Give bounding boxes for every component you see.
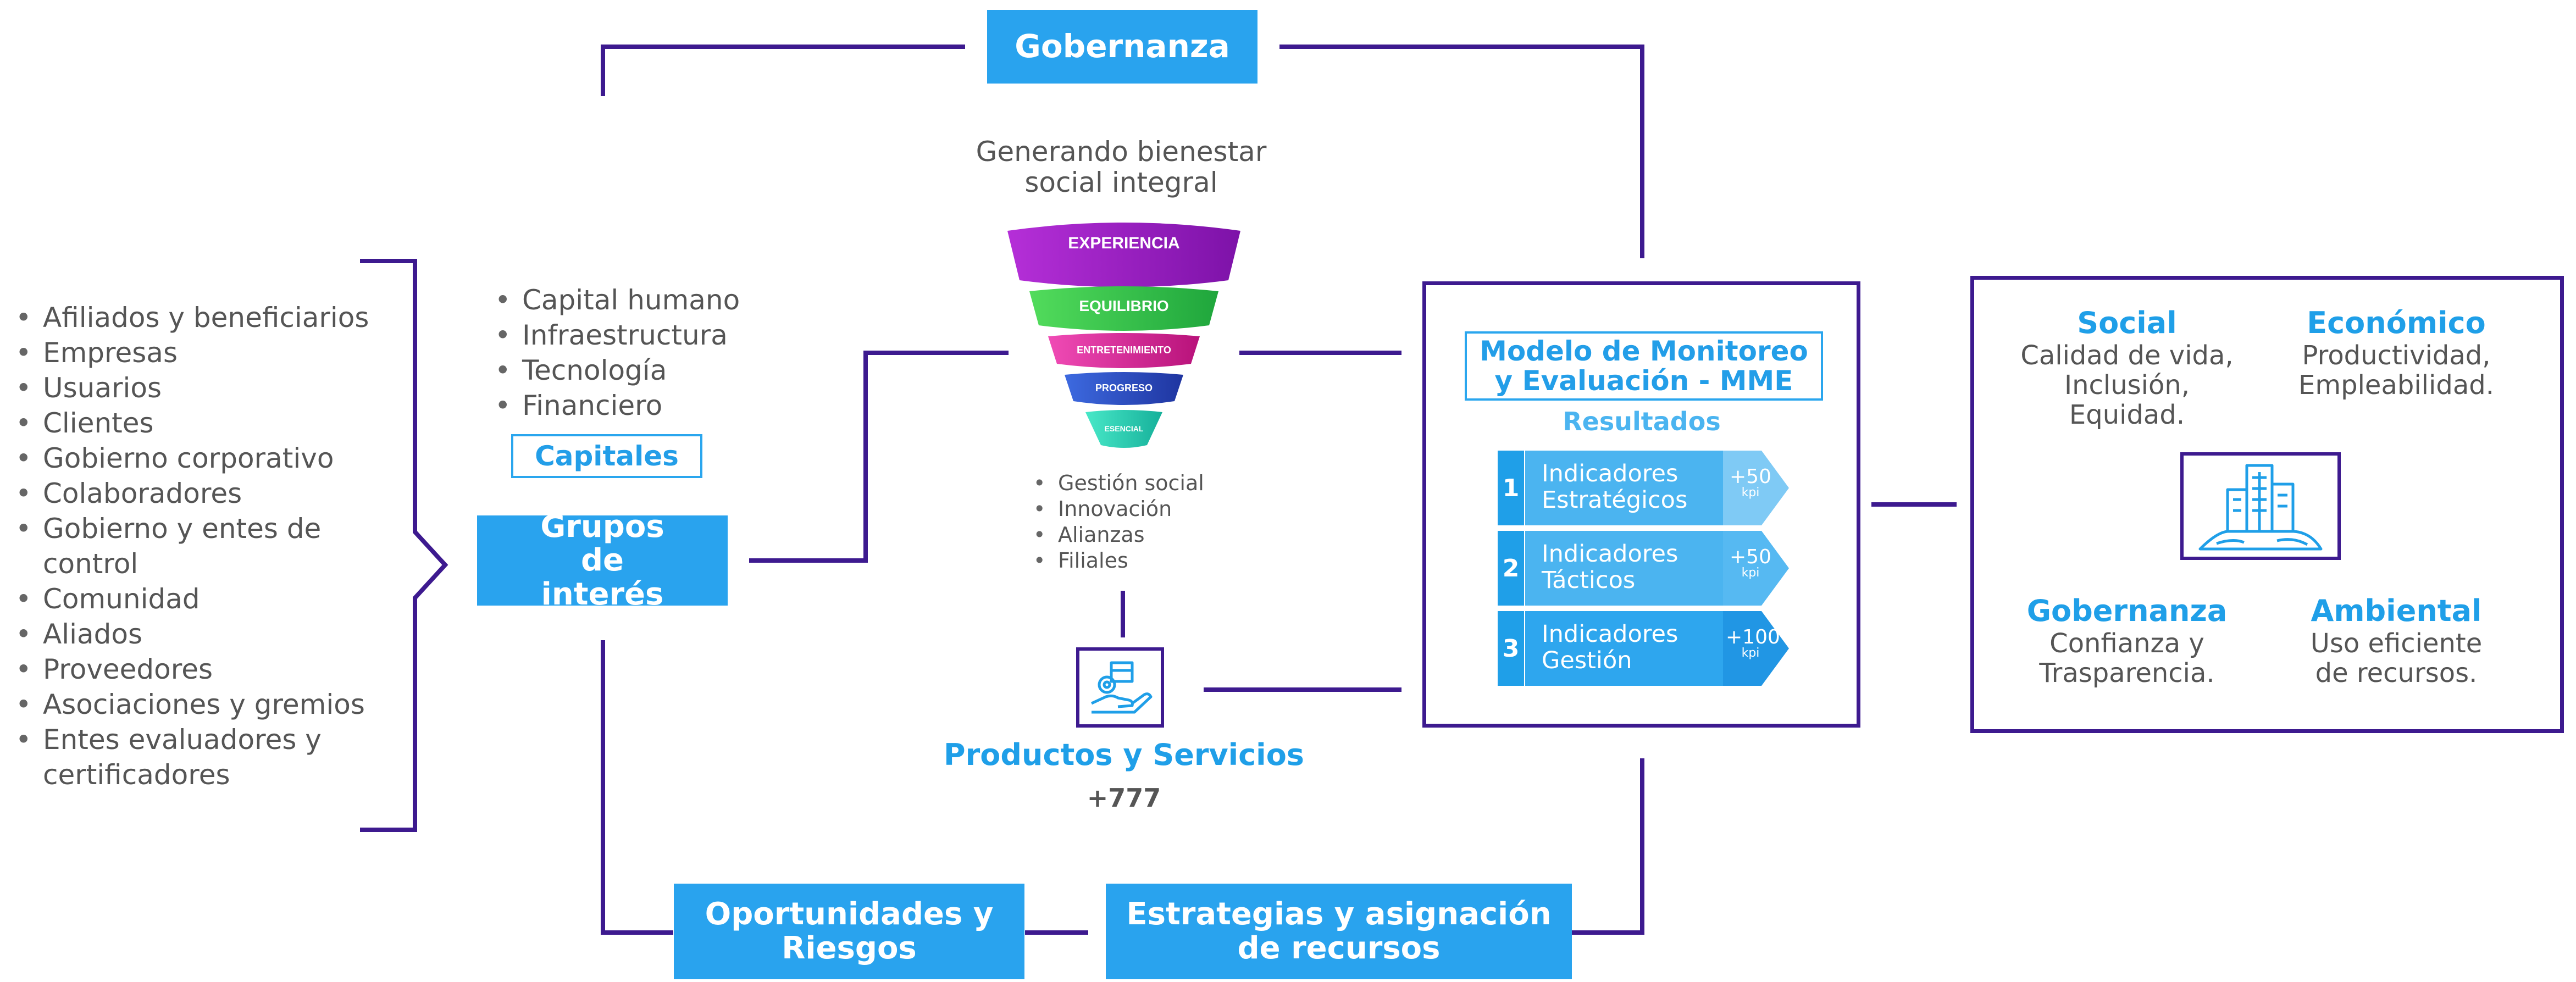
- funnel-level-label: EQUILIBRIO: [1079, 297, 1168, 314]
- stakeholder-item: Colaboradores: [15, 476, 400, 511]
- funnel-caption: Generando bienestar social integral: [976, 136, 1267, 198]
- groups-label: Grupos de interés: [540, 508, 664, 612]
- stakeholders-list: Afiliados y beneficiarios Empresas Usuar…: [15, 300, 400, 792]
- stakeholder-item: Afiliados y beneficiarios: [15, 300, 400, 335]
- governance-box: Gobernanza: [987, 10, 1257, 84]
- funnel-level-3: [1048, 333, 1200, 368]
- indicator-unit: kpi: [1741, 486, 1760, 500]
- indicator-number: 1: [1498, 451, 1524, 525]
- mme-title: Modelo de Monitoreo y Evaluación - MME: [1480, 335, 1808, 397]
- indicator-value-number: +50: [1730, 546, 1771, 568]
- capital-item: Tecnología: [495, 353, 802, 388]
- stakeholder-item: Proveedores: [15, 652, 400, 687]
- indicator-value-number: +100: [1726, 626, 1780, 648]
- indicator-number: 3: [1498, 611, 1524, 686]
- economic-quadrant: Económico Productividad, Empleabilidad.: [2270, 306, 2523, 400]
- products-count: +777: [1087, 783, 1161, 813]
- environmental-title: Ambiental: [2311, 593, 2482, 628]
- economic-text: Productividad, Empleabilidad.: [2298, 340, 2494, 401]
- funnel-level-label: ESENCIAL: [1105, 424, 1144, 433]
- environmental-quadrant: Ambiental Uso eficiente de recursos.: [2270, 593, 2523, 688]
- mme-title-box: Modelo de Monitoreo y Evaluación - MME: [1465, 331, 1823, 401]
- opportunities-box: Oportunidades y Riesgos: [674, 884, 1024, 979]
- products-label: Productos y Servicios: [944, 737, 1304, 772]
- funnel-item: Gestión social: [1033, 470, 1253, 496]
- environmental-text: Uso eficiente de recursos.: [2310, 628, 2483, 689]
- products-icon-box: [1076, 647, 1164, 728]
- capitals-list: Capital humano Infraestructura Tecnologí…: [495, 282, 802, 423]
- indicator-arrow: [1723, 451, 1789, 525]
- hand-gear-box-icon: [1090, 661, 1153, 714]
- governance-label: Gobernanza: [1015, 27, 1230, 65]
- city-icon-box: [2180, 452, 2341, 560]
- indicator-number: 2: [1498, 531, 1524, 606]
- funnel-level-label: ENTRETENIMIENTO: [1077, 345, 1171, 356]
- strategies-label: Estrategias y asignación de recursos: [1126, 896, 1552, 966]
- social-quadrant: Social Calidad de vida, Inclusión, Equid…: [2001, 306, 2253, 430]
- capital-item: Infraestructura: [495, 318, 802, 353]
- social-text: Calidad de vida, Inclusión, Equidad.: [2020, 340, 2234, 430]
- capitals-label: Capitales: [535, 440, 679, 472]
- opportunities-label: Oportunidades y Riesgos: [705, 896, 994, 966]
- funnel-level-2: [1029, 286, 1218, 331]
- funnel-level-label: PROGRESO: [1095, 382, 1153, 393]
- social-title: Social: [2077, 306, 2177, 340]
- stakeholder-item: Gobierno y entes de control: [15, 511, 400, 581]
- governance-title: Gobernanza: [2026, 593, 2228, 628]
- indicator-label: Indicadores Tácticos: [1525, 531, 1723, 606]
- economic-title: Económico: [2307, 306, 2486, 340]
- stakeholder-item: Asociaciones y gremios: [15, 687, 400, 722]
- capitals-label-box: Capitales: [511, 434, 702, 478]
- indicator-label: Indicadores Gestión: [1525, 611, 1723, 686]
- stakeholder-item: Usuarios: [15, 370, 400, 406]
- funnel-graphic: EXPERIENCIA EQUILIBRIO ENTRETENIMIENTO P…: [1007, 223, 1240, 448]
- funnel-level-label: EXPERIENCIA: [1068, 234, 1179, 252]
- funnel-item: Innovación: [1033, 496, 1253, 522]
- stakeholder-item: Entes evaluadores y certificadores: [15, 722, 400, 792]
- funnel-item: Filiales: [1033, 548, 1253, 574]
- governance-text: Confianza y Trasparencia.: [2039, 628, 2215, 689]
- stakeholder-item: Comunidad: [15, 581, 400, 617]
- funnel-level-1: [1007, 223, 1240, 287]
- funnel-level-5: [1085, 410, 1162, 448]
- funnel-item: Alianzas: [1033, 522, 1253, 548]
- indicator-unit: kpi: [1741, 566, 1760, 580]
- funnel-level-4: [1065, 372, 1183, 405]
- stakeholder-item: Gobierno corporativo: [15, 441, 400, 476]
- indicator-value-number: +50: [1730, 465, 1771, 488]
- results-label: Resultados: [1563, 407, 1721, 436]
- indicator-unit: kpi: [1741, 646, 1760, 660]
- capital-item: Financiero: [495, 388, 802, 423]
- capital-item: Capital humano: [495, 282, 802, 318]
- stakeholder-item: Empresas: [15, 335, 400, 370]
- indicator-label: Indicadores Estratégicos: [1525, 451, 1723, 525]
- stakeholder-item: Clientes: [15, 406, 400, 441]
- strategies-box: Estrategias y asignación de recursos: [1106, 884, 1572, 979]
- indicator-arrow: [1723, 611, 1789, 686]
- city-buildings-icon: [2198, 464, 2323, 551]
- governance-quadrant: Gobernanza Confianza y Trasparencia.: [2001, 593, 2253, 688]
- indicator-arrow: [1723, 531, 1789, 606]
- stakeholder-item: Aliados: [15, 617, 400, 652]
- funnel-items-list: Gestión social Innovación Alianzas Filia…: [1033, 470, 1253, 574]
- groups-box: Grupos de interés: [477, 509, 728, 611]
